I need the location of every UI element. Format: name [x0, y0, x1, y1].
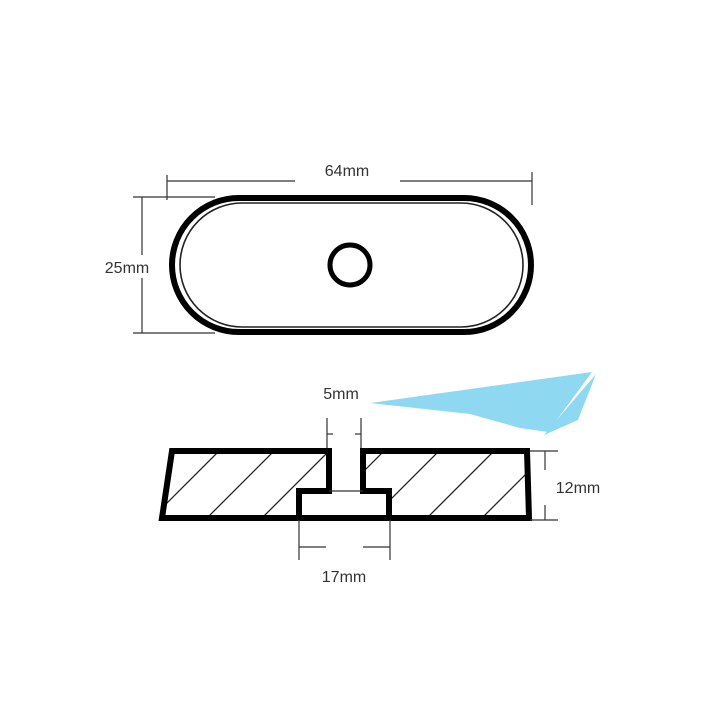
recess-width-label: 17mm — [322, 569, 366, 586]
width-label: 64mm — [325, 163, 369, 180]
slot-width-label: 5mm — [323, 386, 359, 403]
thickness-dimension: 12mm — [530, 450, 600, 521]
slot-outline — [169, 195, 534, 335]
height-label: 25mm — [105, 260, 149, 277]
section-view: 5mm — [158, 386, 600, 586]
slot-width-dimension: 5mm — [323, 386, 362, 448]
top-view: 64mm 25mm — [105, 163, 534, 335]
height-dimension: 25mm — [105, 196, 215, 334]
center-hole — [327, 242, 373, 288]
slot-inner-outline — [179, 202, 524, 328]
thickness-label: 12mm — [556, 480, 600, 497]
width-dimension: 64mm — [166, 163, 533, 205]
blue-accent-shape — [370, 372, 596, 435]
section-outline — [158, 448, 332, 521]
recess-width-dimension: 17mm — [298, 520, 391, 586]
